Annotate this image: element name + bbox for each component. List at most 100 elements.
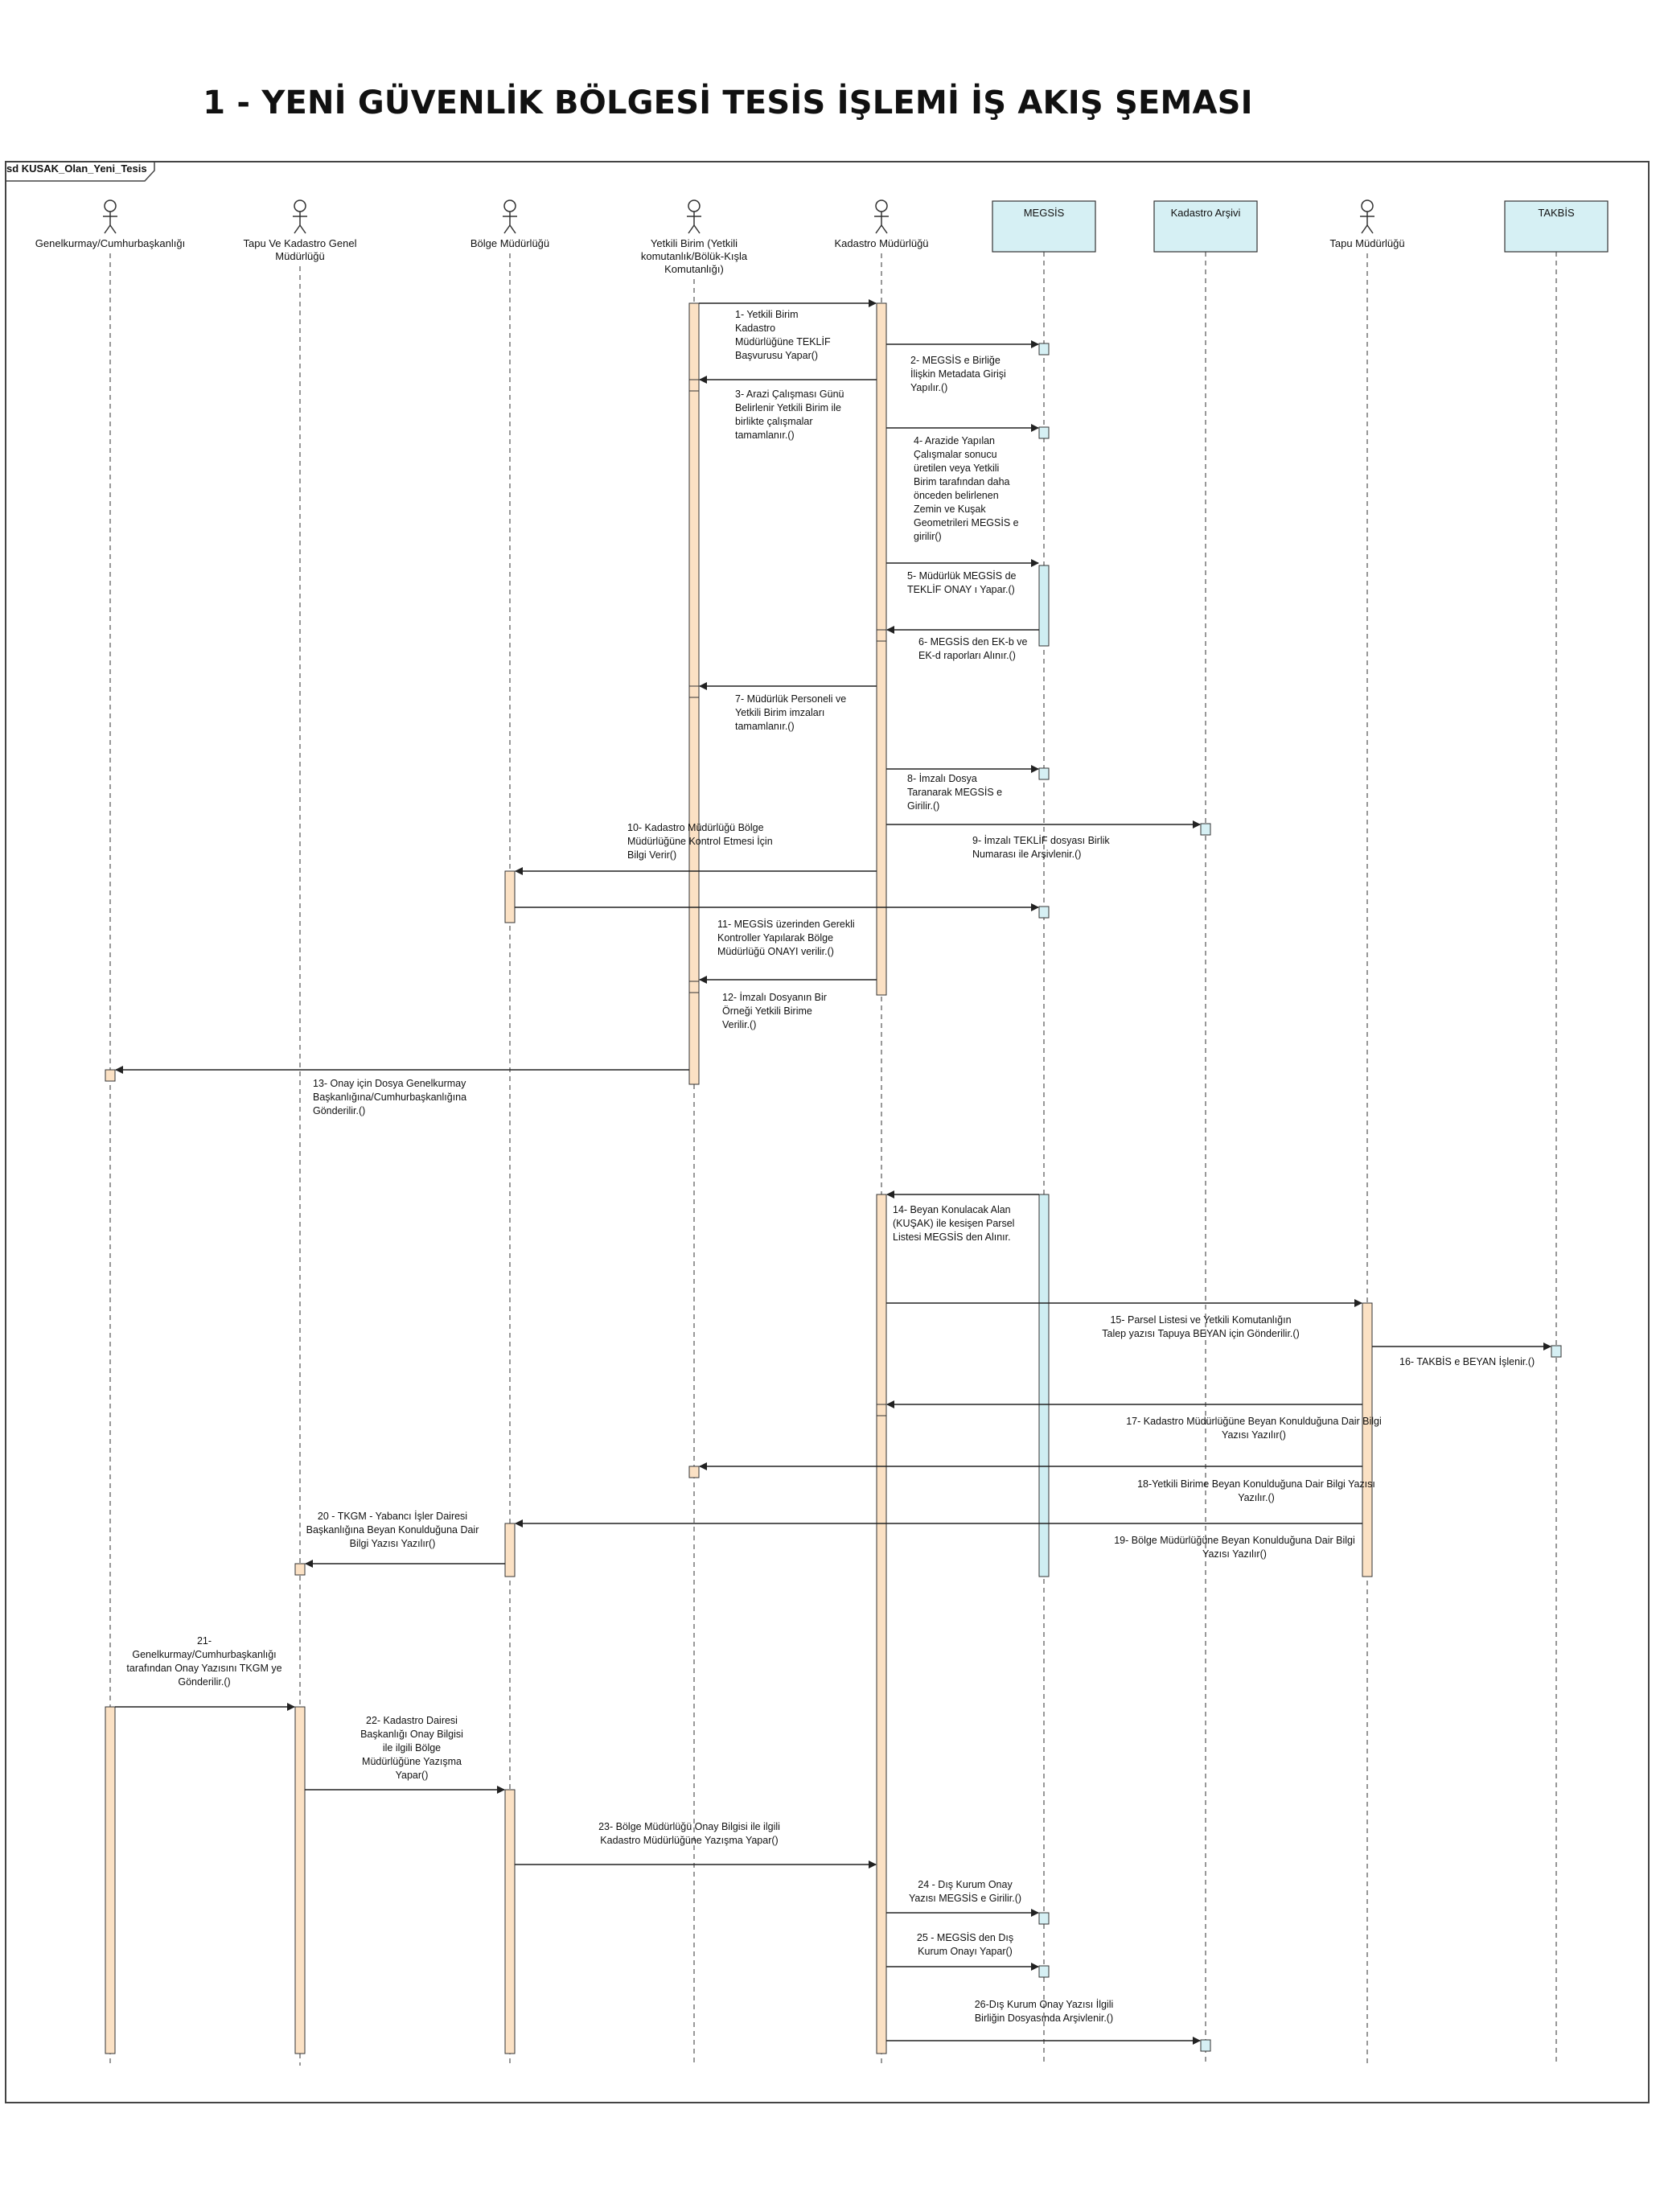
message-label-5: 5- Müdürlük MEGSİS de (907, 570, 1017, 582)
message-label-12: Kontroller Yapılarak Bölge (717, 932, 833, 944)
message-label-23: ile ilgili Bölge (383, 1742, 441, 1754)
message-label-22: Genelkurmay/Cumhurbaşkanlığı (132, 1649, 276, 1660)
message-label-13: Örneği Yetkili Birime (722, 1005, 812, 1017)
message-label-3: Belirlenir Yetkili Birim ile (735, 402, 841, 413)
activation-bar-bm (504, 1789, 516, 2054)
participant-box-takbis (1504, 200, 1609, 253)
message-label-21: 20 - TKGM - Yabancı İşler Dairesi (318, 1511, 467, 1522)
actor-tm-icon (1360, 199, 1374, 234)
message-label-4: önceden belirlenen (914, 490, 999, 501)
activation-bar-tm (1362, 1302, 1373, 1577)
frame-label: sd KUSAK_Olan_Yeni_Tesis (6, 162, 147, 175)
execution-marker-yb (688, 379, 700, 392)
participant-label-ka: Kadastro Arşivi (1171, 207, 1241, 219)
actor-yb-icon (687, 199, 701, 234)
message-label-23: Müdürlüğüne Yazışma (362, 1756, 462, 1767)
participant-label-tkgm: Müdürlüğü (275, 250, 324, 262)
message-label-4: girilir() (914, 531, 942, 542)
execution-marker-megsis (1038, 1912, 1050, 1925)
participant-label-takbis: TAKBİS (1538, 207, 1575, 219)
execution-marker-km (876, 629, 887, 642)
page-title: 1 - YENİ GÜVENLİK BÖLGESİ TESİS İŞLEMİ İ… (203, 84, 1253, 121)
message-label-23: 22- Kadastro Dairesi (366, 1715, 458, 1726)
participant-box-ka (1153, 200, 1258, 253)
execution-marker-megsis (1038, 767, 1050, 780)
message-label-7: tamamlanır.() (735, 721, 795, 732)
message-label-14: 13- Onay için Dosya Genelkurmay (313, 1078, 466, 1089)
activation-bar-gk (105, 1706, 116, 2054)
execution-marker-takbis (1551, 1345, 1562, 1358)
message-label-13: 12- İmzalı Dosyanın Bir (722, 992, 827, 1003)
activation-bar-megsis (1038, 565, 1050, 647)
message-label-7: Yetkili Birim imzaları (735, 707, 824, 718)
message-label-15: 14- Beyan Konulacak Alan (893, 1204, 1011, 1215)
participant-label-yb: komutanlık/Bölük-Kışla (641, 250, 748, 262)
activation-bar-km (876, 1194, 887, 2054)
message-label-19: 18-Yetkili Birime Beyan Konulduğuna Dair… (1137, 1478, 1375, 1490)
execution-marker-tkgm (294, 1563, 306, 1576)
actor-tkgm-icon (293, 199, 307, 234)
execution-marker-megsis (1038, 343, 1050, 356)
message-label-14: Gönderilir.() (313, 1105, 365, 1116)
participant-label-gk: Genelkurmay/Cumhurbaşkanlığı (35, 237, 185, 249)
participant-label-tm: Tapu Müdürlüğü (1329, 237, 1404, 249)
message-label-8: Girilir.() (907, 800, 939, 812)
frame-label-tab (6, 161, 155, 182)
message-label-6: 6- MEGSİS den EK-b ve (918, 636, 1028, 648)
activation-bar-tkgm (294, 1706, 306, 2054)
message-label-2: 2- MEGSİS e Birliğe (910, 355, 1001, 366)
execution-marker-megsis (1038, 1965, 1050, 1978)
message-label-20: Yazısı Yazılır() (1202, 1548, 1267, 1560)
activation-bar-km (876, 302, 887, 996)
message-label-16: 15- Parsel Listesi ve Yetkili Komutanlığ… (1110, 1314, 1291, 1326)
message-label-1: Müdürlüğüne TEKLİF (735, 336, 831, 347)
message-label-2: İlişkin Metadata Girişi (910, 368, 1006, 380)
activation-bar-bm (504, 1523, 516, 1577)
message-label-4: Zemin ve Kuşak (914, 504, 986, 515)
execution-marker-ka (1200, 823, 1211, 836)
message-label-12: 11- MEGSİS üzerinden Gerekli (717, 919, 855, 930)
actor-bm-icon (503, 199, 517, 234)
message-label-26: 25 - MEGSİS den Dış (917, 1932, 1013, 1943)
actor-km-icon (874, 199, 889, 234)
message-label-9: 9- İmzalı TEKLİF dosyası Birlik (972, 835, 1110, 846)
execution-marker-megsis (1038, 906, 1050, 919)
message-label-10: Müdürlüğüne Kontrol Etmesi İçin (627, 836, 773, 847)
execution-marker-yb (688, 1466, 700, 1478)
participant-label-yb: Yetkili Birim (Yetkili (651, 237, 738, 249)
message-label-3: tamamlanır.() (735, 430, 795, 441)
message-label-9: Numarası ile Arşivlenir.() (972, 849, 1081, 860)
participant-box-megsis (992, 200, 1096, 253)
message-label-27: 26-Dış Kurum Onay Yazısı İlgili (975, 1999, 1114, 2010)
participant-label-megsis: MEGSİS (1024, 207, 1065, 219)
diagram-frame (5, 161, 1650, 2103)
message-label-18: 17- Kadastro Müdürlüğüne Beyan Konulduğu… (1126, 1416, 1382, 1427)
message-label-15: (KUŞAK) ile kesişen Parsel (893, 1218, 1014, 1229)
message-label-1: 1- Yetkili Birim (735, 309, 799, 320)
activation-bar-megsis (1038, 1194, 1050, 1577)
message-label-23: Yapar() (396, 1770, 429, 1781)
message-label-26: Kurum Onayı Yapar() (918, 1946, 1013, 1957)
activation-bar-bm (504, 870, 516, 923)
message-label-7: 7- Müdürlük Personeli ve (735, 693, 846, 705)
execution-marker-km (876, 1404, 887, 1416)
actor-gk-icon (103, 199, 117, 234)
message-label-5: TEKLİF ONAY ı Yapar.() (907, 584, 1015, 595)
message-label-3: 3- Arazi Çalışması Günü (735, 389, 844, 400)
message-label-4: Geometrileri MEGSİS e (914, 517, 1019, 528)
message-label-3: birlikte çalışmalar (735, 416, 813, 427)
message-label-27: Birliğin Dosyasında Arşivlenir.() (975, 2013, 1113, 2024)
message-label-15: Listesi MEGSİS den Alınır. (893, 1231, 1011, 1243)
execution-marker-yb (688, 981, 700, 993)
participant-label-tkgm: Tapu Ve Kadastro Genel (244, 237, 357, 249)
message-label-10: Bilgi Verir() (627, 849, 676, 861)
message-label-23: Başkanlığı Onay Bilgisi (360, 1729, 463, 1740)
message-label-22: 21- (197, 1635, 212, 1647)
message-label-2: Yapılır.() (910, 382, 947, 393)
message-label-24: Kadastro Müdürlüğüne Yazışma Yapar() (600, 1835, 778, 1846)
participant-label-bm: Bölge Müdürlüğü (470, 237, 549, 249)
execution-marker-megsis (1038, 426, 1050, 439)
execution-marker-ka (1200, 2039, 1211, 2052)
message-label-21: Başkanlığına Beyan Konulduğuna Dair (306, 1524, 479, 1536)
